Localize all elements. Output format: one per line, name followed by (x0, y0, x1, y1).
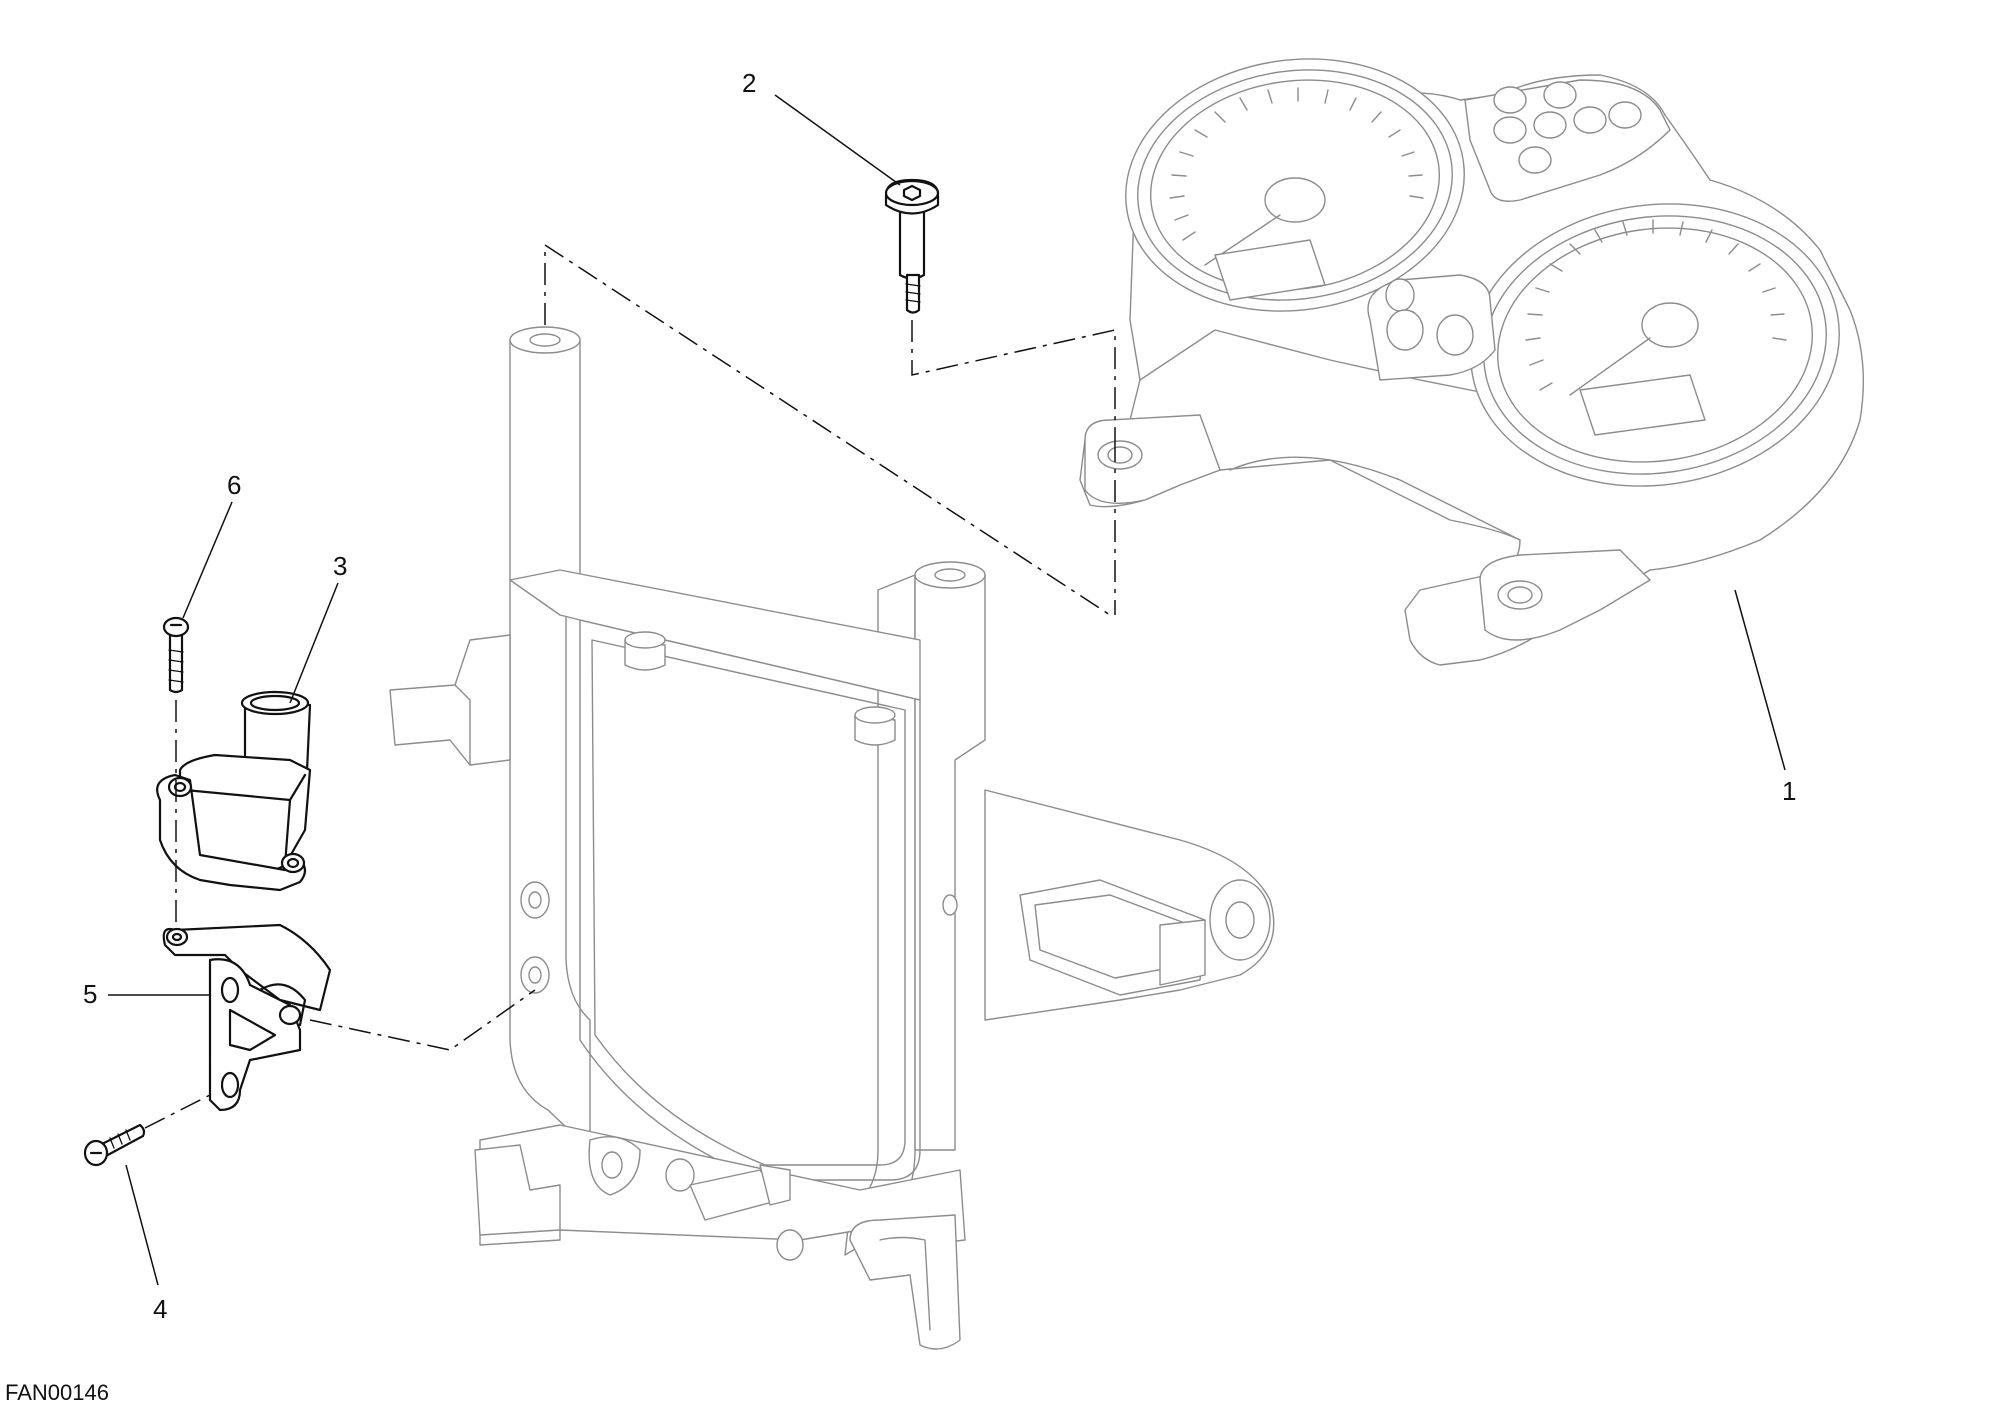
instrument-cluster (1079, 58, 1865, 666)
callout-1: 1 (1734, 589, 1796, 806)
figure-code: FAN00146 (5, 1380, 109, 1405)
sensor-part-3 (156, 690, 312, 892)
screw-part-6 (162, 616, 190, 694)
warning-lights-upper (1493, 81, 1642, 174)
callout-4: 4 (125, 1164, 167, 1324)
callout-label-2: 2 (742, 68, 756, 98)
callout-3: 3 (289, 551, 347, 704)
callout-label-3: 3 (333, 551, 347, 581)
left-gauge-ticks (1169, 87, 1424, 241)
callout-6: 6 (182, 470, 241, 619)
assembly-lines (144, 243, 1116, 1129)
headlight-support-frame (389, 326, 1275, 1350)
callout-label-6: 6 (227, 470, 241, 500)
callout-5: 5 (83, 979, 210, 1009)
bracket-part-5 (162, 923, 332, 1112)
screw-part-4 (83, 1123, 146, 1167)
callout-label-1: 1 (1782, 776, 1796, 806)
right-gauge-ticks (1525, 219, 1787, 391)
callout-label-4: 4 (153, 1294, 167, 1324)
callout-2: 2 (742, 68, 901, 186)
bolt-part-2 (884, 178, 940, 314)
callout-label-5: 5 (83, 979, 97, 1009)
